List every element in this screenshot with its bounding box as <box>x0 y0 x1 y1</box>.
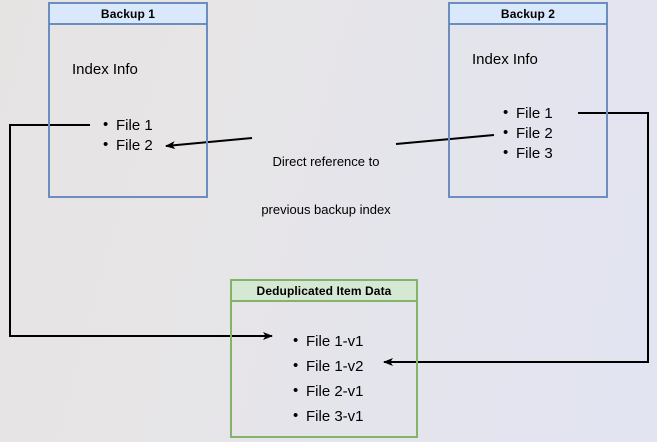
backup2-header[interactable]: Backup 2 <box>448 2 608 25</box>
direct-reference-label: Direct reference to previous backup inde… <box>246 122 406 250</box>
list-item[interactable]: File 2 <box>503 123 553 144</box>
backup1-subtitle: Index Info <box>72 61 138 78</box>
backup1-header[interactable]: Backup 1 <box>48 2 208 25</box>
backup2-file-list: File 1 File 2 File 3 <box>498 103 553 164</box>
dedup-header-label: Deduplicated Item Data <box>256 283 392 298</box>
direct-reference-line2: previous backup index <box>261 202 391 217</box>
backup1-file-list: File 1 File 2 <box>98 115 153 156</box>
backup2-header-label: Backup 2 <box>500 6 556 21</box>
list-item[interactable]: File 2-v1 <box>293 378 363 404</box>
list-item[interactable]: File 1 <box>503 103 553 124</box>
direct-reference-line1: Direct reference to <box>272 154 380 169</box>
backup2-subtitle: Index Info <box>472 51 538 68</box>
list-item[interactable]: File 3 <box>503 143 553 164</box>
backup1-box[interactable] <box>48 2 208 198</box>
dedup-header[interactable]: Deduplicated Item Data <box>230 279 418 302</box>
list-item[interactable]: File 1-v2 <box>293 353 363 379</box>
dedup-file-list: File 1-v1 File 1-v2 File 2-v1 File 3-v1 <box>288 328 363 429</box>
list-item[interactable]: File 2 <box>103 135 153 156</box>
backup1-header-label: Backup 1 <box>100 6 156 21</box>
list-item[interactable]: File 3-v1 <box>293 403 363 429</box>
list-item[interactable]: File 1-v1 <box>293 328 363 354</box>
list-item[interactable]: File 1 <box>103 115 153 136</box>
backup2-box[interactable] <box>448 2 608 198</box>
